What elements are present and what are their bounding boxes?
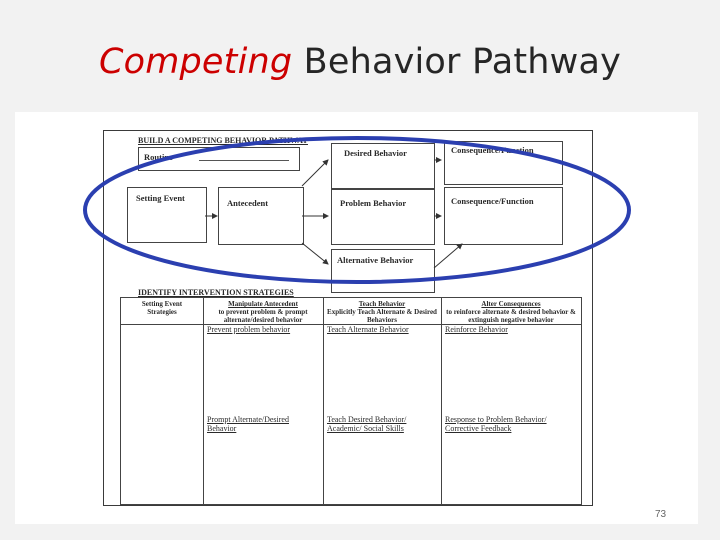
header-divider [121, 324, 581, 325]
alternative-behavior-box: Alternative Behavior [331, 249, 435, 293]
strategies-table: Setting Event Strategies Manipulate Ante… [120, 297, 582, 505]
alternative-behavior-label: Alternative Behavior [337, 255, 414, 265]
problem-behavior-label: Problem Behavior [340, 198, 407, 208]
pathway-form: BUILD A COMPETING BEHAVIOR PATHWAY Routi… [103, 130, 593, 506]
routine-blank-line [199, 160, 289, 161]
col-title: Manipulate Antecedent [228, 300, 298, 308]
routine-box: Routine [138, 147, 300, 171]
column-divider [441, 298, 442, 504]
setting-event-box: Setting Event [127, 187, 207, 243]
consequence-mid-box: Consequence/Function [444, 187, 563, 245]
col-sub: Explicitly Teach Alternate & Desired Beh… [327, 308, 437, 324]
routine-label: Routine [144, 152, 173, 162]
arrow-alternative-to-consequence [433, 243, 463, 269]
cell-response: Response to Problem Behavior/ Corrective… [445, 415, 547, 433]
title-rest: Behavior Pathway [303, 42, 622, 82]
col-sub: Strategies [147, 308, 177, 316]
desired-behavior-label: Desired Behavior [344, 148, 407, 158]
problem-behavior-box: Problem Behavior [331, 189, 435, 245]
column-divider [203, 298, 204, 504]
col-sub: to prevent problem & prompt alternate/de… [218, 308, 308, 324]
arrow-antecedent-to-desired [301, 159, 329, 187]
col-head-consequences: Alter Consequences to reinforce alternat… [443, 300, 579, 324]
col-head-setting-event: Setting Event Strategies [123, 300, 201, 316]
strategies-heading: IDENTIFY INTERVENTION STRATEGIES [138, 288, 294, 297]
arrow-antecedent-to-alternative [301, 242, 329, 265]
antecedent-box: Antecedent [218, 187, 304, 245]
col-title: Setting Event [141, 300, 183, 308]
cell-prompt: Prompt Alternate/Desired Behavior [207, 415, 289, 433]
col-title: Alter Consequences [481, 300, 541, 308]
cell-teach-desired: Teach Desired Behavior/ Academic/ Social… [327, 415, 407, 433]
consequence-mid-label: Consequence/Function [451, 196, 534, 206]
desired-behavior-box: Desired Behavior [331, 143, 435, 189]
col-head-antecedent: Manipulate Antecedent to prevent problem… [205, 300, 321, 324]
column-divider [323, 298, 324, 504]
cell-teach-alt: Teach Alternate Behavior [327, 325, 409, 334]
cell-prevent: Prevent problem behavior [207, 325, 291, 334]
col-title: Teach Behavior [358, 300, 406, 308]
setting-event-label: Setting Event [136, 193, 185, 203]
antecedent-label: Antecedent [227, 198, 269, 208]
col-sub: to reinforce alternate & desired behavio… [446, 308, 576, 324]
page-number: 73 [655, 509, 667, 520]
slide-title: Competing Behavior Pathway [0, 42, 720, 82]
highlight-ellipse [83, 136, 631, 284]
col-head-teach: Teach Behavior Explicitly Teach Alternat… [325, 300, 439, 324]
consequence-top-label: Consequence/Function [451, 145, 534, 155]
cell-reinforce: Reinforce Behavior [445, 325, 508, 334]
build-pathway-heading: BUILD A COMPETING BEHAVIOR PATHWAY [138, 136, 308, 145]
title-accent: Competing [98, 42, 293, 82]
